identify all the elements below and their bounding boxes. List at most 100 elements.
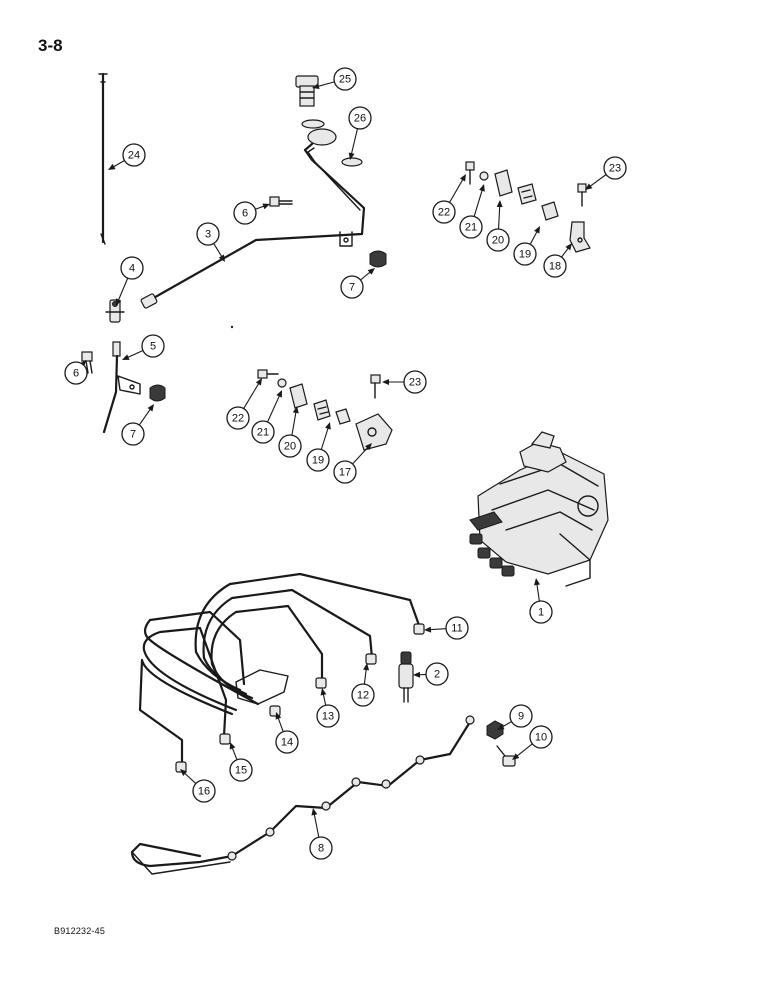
clamp-set-lower — [257, 369, 393, 451]
callout-circle — [348, 106, 372, 130]
leader-arrowhead — [585, 183, 593, 190]
leader-line — [313, 812, 320, 838]
callout-circle — [333, 67, 357, 91]
nut-9 — [486, 720, 504, 740]
callout-23: 23 — [382, 370, 427, 394]
leader-line — [449, 178, 464, 203]
callout-label: 23 — [409, 377, 421, 389]
callout-16: 16 — [180, 769, 216, 803]
bolt-6b — [81, 351, 93, 374]
leader-line — [322, 692, 327, 706]
callout-label: 12 — [357, 690, 369, 702]
callout-circle — [192, 779, 216, 803]
leader-line — [126, 350, 144, 359]
callout-circle — [432, 200, 456, 224]
washer-26b — [341, 157, 363, 167]
leader-line — [112, 160, 125, 168]
callout-label: 20 — [492, 235, 504, 247]
callout-26: 26 — [348, 106, 372, 160]
washer-26a — [301, 119, 325, 129]
leader-arrowhead — [229, 742, 236, 750]
leader-arrowhead — [512, 753, 520, 760]
leader-line — [561, 246, 570, 258]
leader-arrowhead — [413, 671, 421, 678]
callout-6: 6 — [233, 201, 270, 225]
callout-label: 22 — [232, 413, 244, 425]
leader-line — [352, 446, 369, 465]
callout-20: 20 — [278, 406, 302, 458]
leader-line — [529, 230, 539, 245]
leader-line — [473, 188, 484, 217]
callout-4: 4 — [115, 256, 144, 306]
callout-24: 24 — [108, 143, 146, 170]
callout-circle — [486, 228, 510, 252]
callout-label: 6 — [242, 208, 248, 220]
bolt-23b — [370, 374, 381, 399]
callout-7: 7 — [121, 404, 154, 446]
callout-label: 20 — [284, 441, 296, 453]
leader-arrowhead — [459, 174, 466, 182]
grommet-7b — [149, 384, 166, 402]
callout-circle — [513, 242, 537, 266]
leader-arrowhead — [218, 254, 225, 262]
leader-arrowhead — [255, 378, 262, 386]
leader-line — [498, 204, 501, 230]
leader-arrowhead — [320, 688, 327, 696]
callout-label: 1 — [538, 607, 544, 619]
callout-label: 21 — [257, 427, 269, 439]
callout-label: 25 — [339, 74, 351, 86]
leader-arrowhead — [311, 808, 318, 816]
callout-label: 10 — [535, 732, 547, 744]
leader-arrowhead — [534, 578, 540, 586]
callout-circle — [316, 704, 340, 728]
leader-arrowhead — [276, 390, 282, 398]
callout-circle — [120, 256, 144, 280]
leader-arrowhead — [325, 422, 331, 430]
callout-circle — [351, 683, 375, 707]
leader-line — [213, 243, 223, 259]
callout-6: 6 — [64, 360, 88, 385]
callout-21: 21 — [459, 184, 485, 239]
leader-line — [243, 382, 260, 409]
bolt-10 — [496, 745, 516, 767]
callout-circle — [309, 836, 333, 860]
callout-7: 7 — [340, 268, 375, 299]
callout-circle — [226, 406, 250, 430]
leader-line — [515, 743, 533, 758]
callout-13: 13 — [316, 688, 340, 728]
part-drawings — [81, 72, 609, 875]
callout-circle — [403, 370, 427, 394]
leader-line — [588, 174, 607, 188]
leader-arrowhead — [312, 83, 320, 90]
callout-label: 6 — [73, 368, 79, 380]
callout-label: 26 — [354, 113, 366, 125]
injector-2 — [398, 651, 414, 703]
callout-label: 19 — [312, 455, 324, 467]
callout-20: 20 — [486, 200, 510, 252]
callout-circle — [306, 448, 330, 472]
callout-label: 9 — [518, 711, 524, 723]
leader-line — [267, 394, 281, 423]
callout-label: 17 — [339, 467, 351, 479]
callout-2: 2 — [413, 662, 449, 686]
callout-label: 18 — [549, 261, 561, 273]
leader-arrowhead — [292, 406, 299, 414]
callout-label: 19 — [519, 249, 531, 261]
callout-22: 22 — [226, 378, 262, 430]
leader-line — [277, 716, 284, 732]
leader-line — [536, 582, 540, 602]
callout-label: 13 — [322, 711, 334, 723]
leader-line — [350, 128, 358, 156]
callout-22: 22 — [432, 174, 466, 224]
leader-arrowhead — [424, 626, 432, 633]
leader-line — [320, 426, 330, 450]
callout-14: 14 — [275, 712, 299, 754]
callout-23: 23 — [585, 156, 627, 190]
callout-label: 24 — [128, 150, 140, 162]
leader-line — [138, 407, 152, 426]
leader-line — [316, 81, 335, 88]
callout-18: 18 — [543, 243, 572, 278]
leader-arrowhead — [348, 152, 355, 160]
dipstick-24 — [98, 72, 108, 245]
